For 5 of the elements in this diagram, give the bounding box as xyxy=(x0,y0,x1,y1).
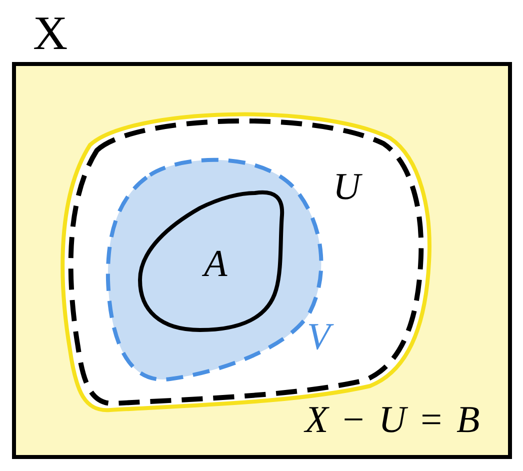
set-heading: X xyxy=(33,10,68,58)
set-label: A xyxy=(204,245,228,283)
equation-label: X − U = B xyxy=(305,401,480,439)
closed-curve-region xyxy=(137,189,285,333)
set-label: U xyxy=(333,168,360,206)
